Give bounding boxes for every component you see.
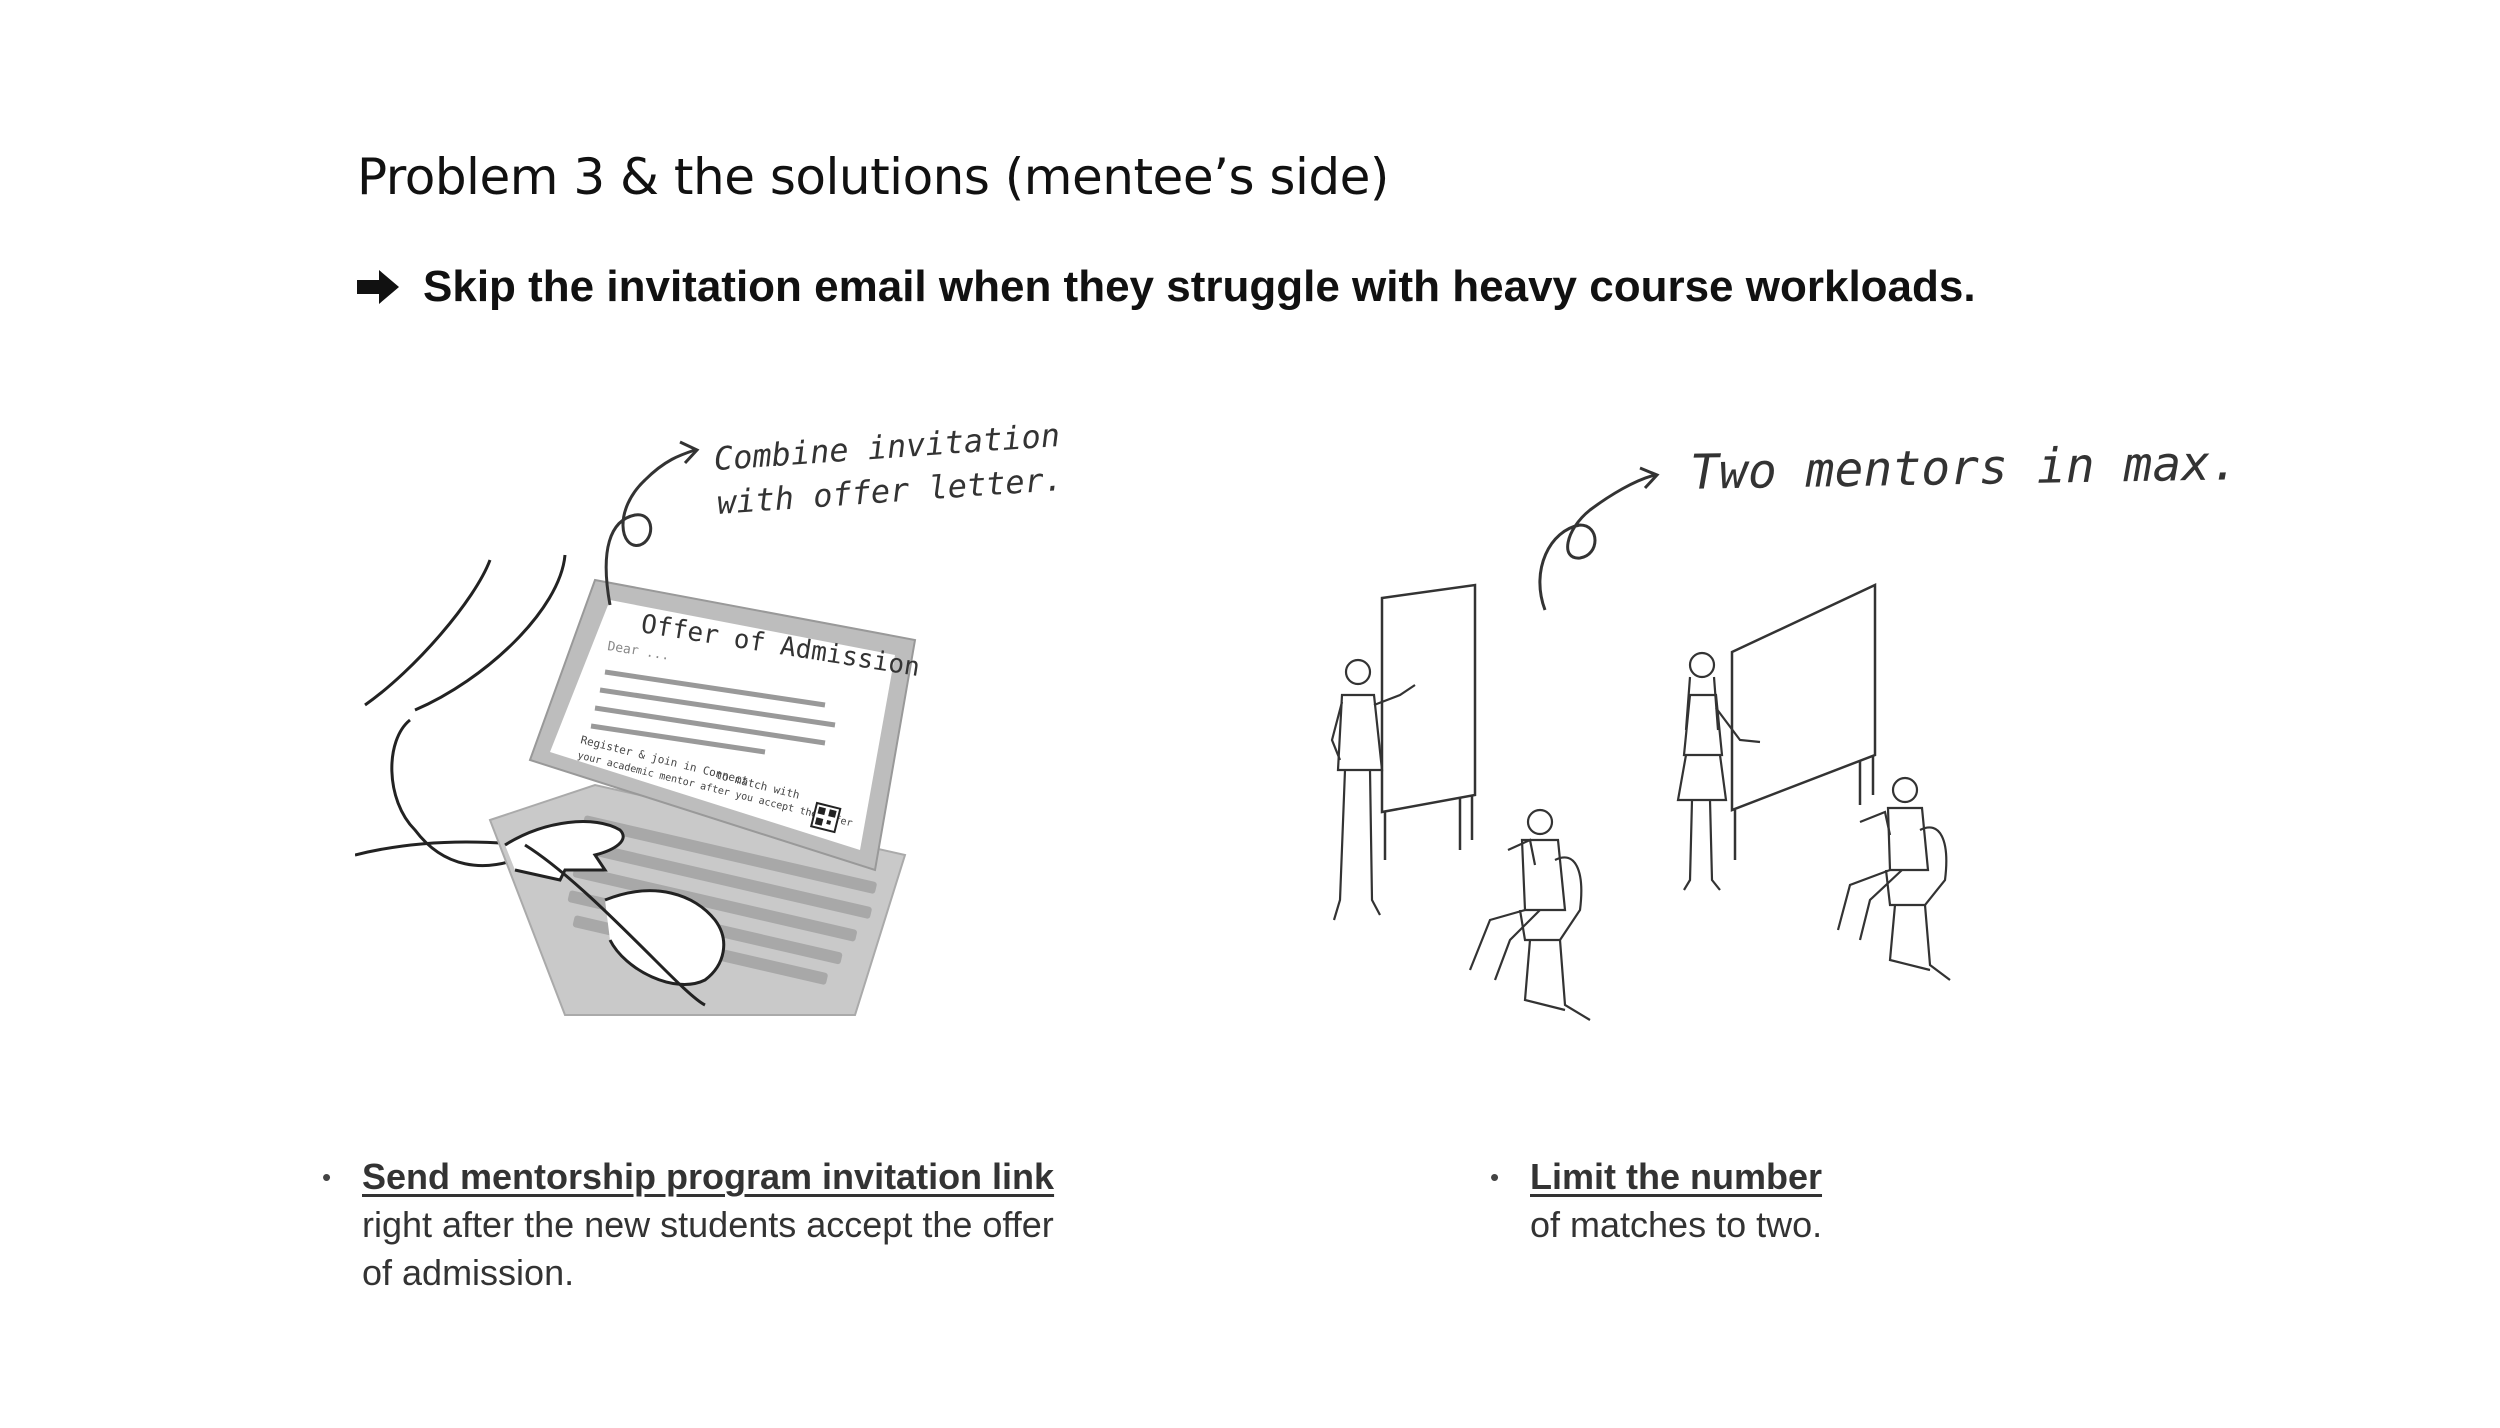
right-bullet-bold: Limit the number bbox=[1530, 1156, 1823, 1197]
laptop-offer-letter-sketch: Offer of Admission Dear ... Register & j… bbox=[355, 440, 922, 1016]
whiteboard-2 bbox=[1730, 583, 1877, 860]
letter-body-lines bbox=[590, 669, 836, 755]
right-arrow-icon bbox=[357, 270, 399, 304]
qr-code-icon bbox=[809, 801, 842, 834]
right-bullet-list: • Limit the number of matches to two. bbox=[1490, 1153, 2030, 1249]
bullet-dot: • bbox=[322, 1162, 332, 1192]
subtitle-text: Skip the invitation email when they stru… bbox=[423, 262, 1976, 311]
mentor-1-figure bbox=[1330, 658, 1416, 921]
left-bullet-bold: Send mentorship program invitation link bbox=[362, 1156, 1055, 1197]
right-annotation: Two mentors in max. bbox=[1689, 435, 2240, 501]
student-1-figure bbox=[1468, 808, 1591, 1021]
two-mentors-sketch bbox=[1330, 466, 1951, 1021]
right-bullet-rest: of matches to two. bbox=[1530, 1204, 1823, 1245]
student-2-figure bbox=[1836, 776, 1951, 981]
slide-subtitle: Skip the invitation email when they stru… bbox=[355, 262, 1976, 312]
mentor-2-figure bbox=[1676, 651, 1761, 891]
slide-title: Problem 3 & the solutions (mentee’s side… bbox=[357, 148, 1389, 206]
list-item: • Limit the number of matches to two. bbox=[1490, 1153, 2030, 1249]
list-item: • Send mentorship program invitation lin… bbox=[322, 1153, 1062, 1297]
whiteboard-1 bbox=[1380, 583, 1477, 860]
left-bullet-rest: right after the new students accept the … bbox=[362, 1204, 1054, 1293]
left-bullet-list: • Send mentorship program invitation lin… bbox=[322, 1153, 1062, 1297]
bullet-dot: • bbox=[1490, 1162, 1500, 1192]
